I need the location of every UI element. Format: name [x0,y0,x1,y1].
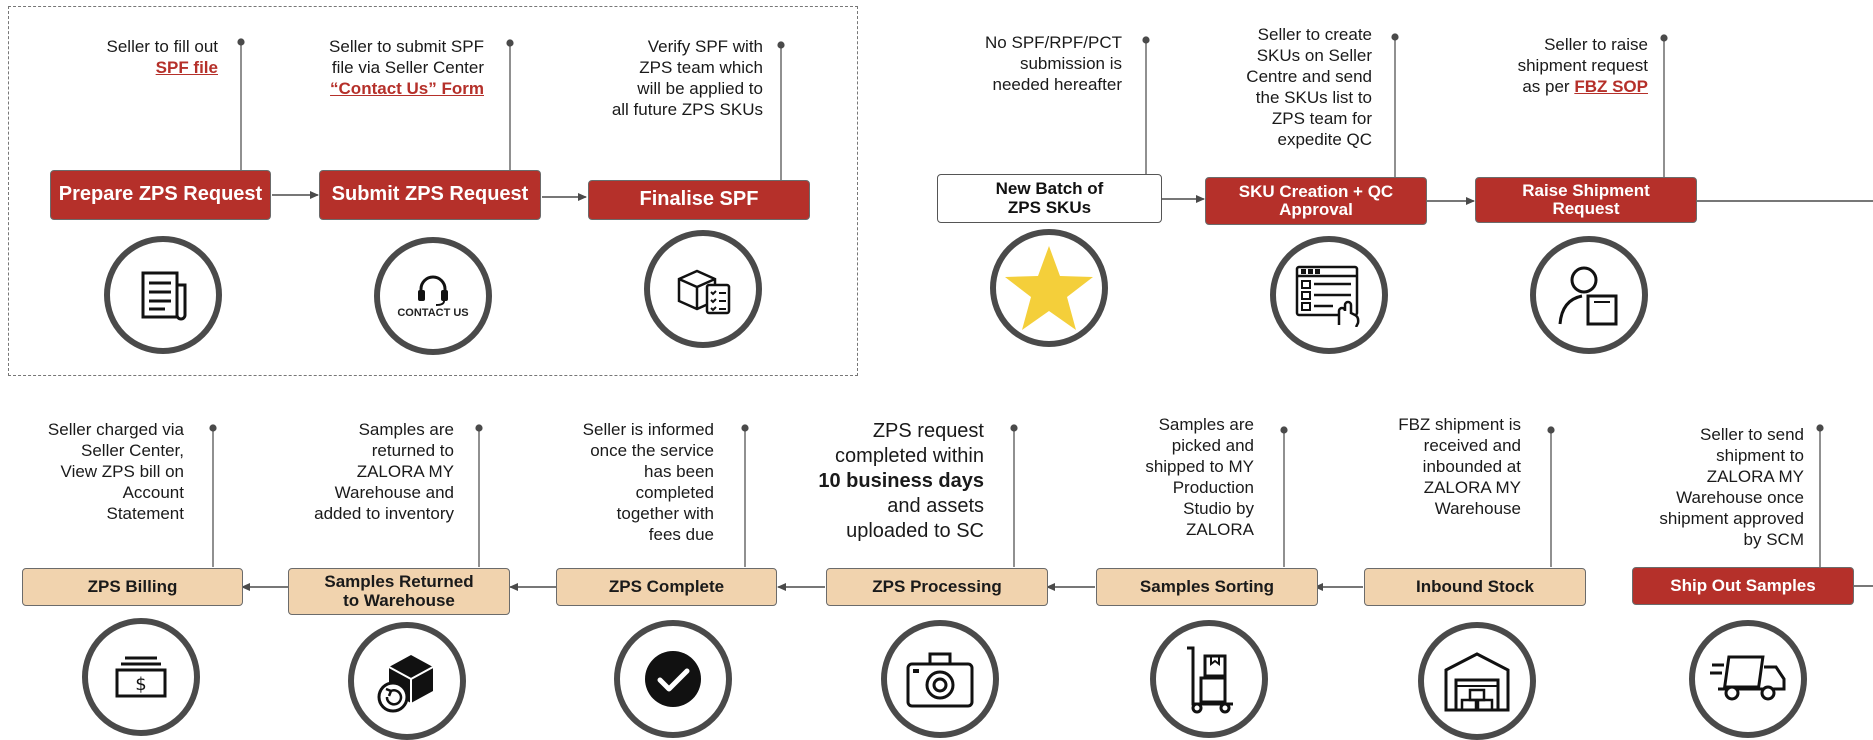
step-description: Samples are picked and shipped to MY Pro… [1145,415,1254,539]
step-submit-zps-request: Submit ZPS Request [319,170,541,220]
step-samples-returned-to-warehouse: Samples Returned to Warehouse [288,568,510,615]
step-samples-sorting: Samples Sorting [1096,568,1318,606]
step-description: Seller to raise shipment request as per … [1517,35,1648,96]
step-description: Verify SPF with ZPS team which will be a… [611,37,763,119]
person-box-icon [1530,236,1648,354]
step-description: Seller to send shipment to ZALORA MY War… [1659,425,1804,549]
step-description: ZPS request completed within 10 business… [818,420,984,542]
step-description: Seller to fill out SPF file [40,36,219,78]
step-inbound-stock: Inbound Stock [1364,568,1586,606]
web-form-click-icon [1270,236,1388,354]
contact-us-icon-label: CONTACT US [397,307,469,319]
step-prepare-zps-request: Prepare ZPS Request [50,170,271,220]
step-finalise-spf: Finalise SPF [588,180,810,220]
step-description: FBZ shipment is received and inbounded a… [1398,415,1521,518]
box-return-icon [348,622,466,740]
hand-truck-icon [1150,620,1268,738]
step-zps-processing: ZPS Processing [826,568,1048,606]
bill-icon: $ [82,618,200,736]
step-description: No SPF/RPF/PCT submission is needed here… [985,33,1122,94]
check-circle-icon [614,620,732,738]
camera-icon [881,620,999,738]
step-description: Samples are returned to ZALORA MY Wareho… [314,420,454,523]
fbz-sop-link[interactable]: FBZ SOP [1574,77,1648,96]
step-description: Seller to create SKUs on Seller Centre a… [1246,25,1372,149]
contact-us-form-link[interactable]: “Contact Us” Form [330,79,484,98]
step-zps-complete: ZPS Complete [556,568,777,606]
star-icon [990,229,1108,347]
step-description: Seller charged via Seller Center, View Z… [47,420,184,523]
warehouse-icon [1418,622,1536,740]
spf-file-link[interactable]: SPF file [155,58,218,77]
delivery-truck-icon [1689,620,1807,738]
step-new-batch-of-zps-skus: New Batch of ZPS SKUs [937,174,1162,223]
step-description: Seller to submit SPF file via Seller Cen… [298,36,484,99]
step-ship-out-samples: Ship Out Samples [1632,567,1854,605]
box-checklist-icon [644,230,762,348]
step-sku-creation-qc-approval: SKU Creation + QC Approval [1205,177,1427,225]
document-icon [104,236,222,354]
setup-group-frame [8,6,858,376]
step-raise-shipment-request: Raise Shipment Request [1475,177,1697,223]
step-zps-billing: ZPS Billing [22,568,243,606]
contact-us-icon: CONTACT US [374,237,492,355]
svg-text:$: $ [135,674,146,695]
step-description: Seller is informed once the service has … [582,420,714,544]
